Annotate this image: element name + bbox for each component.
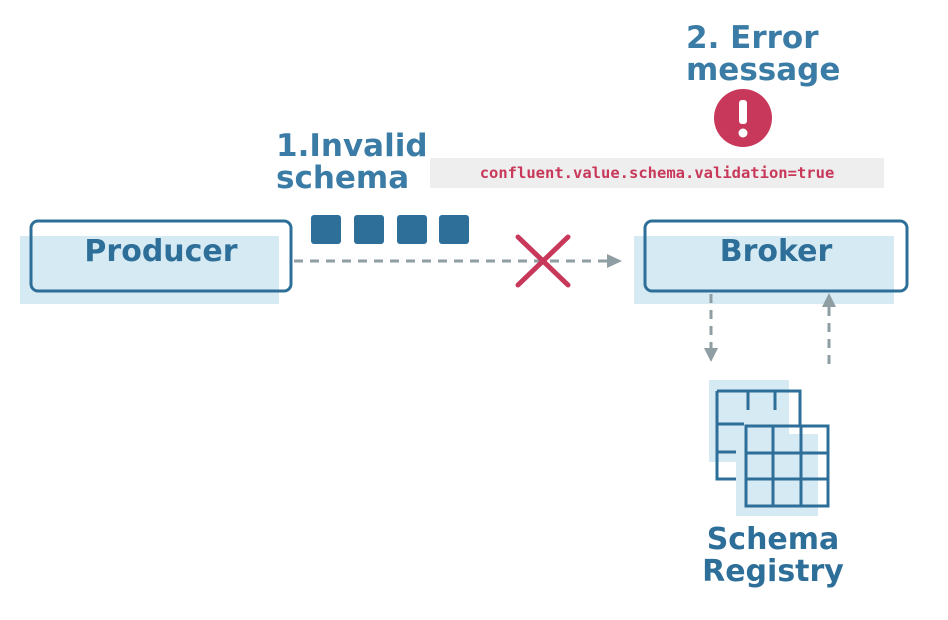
producer-to-broker-arrow bbox=[294, 254, 622, 268]
producer-box bbox=[20, 219, 293, 304]
producer-label: Producer bbox=[84, 234, 238, 269]
message-block bbox=[354, 215, 384, 244]
message-block bbox=[311, 215, 341, 244]
error-message-label: 2. Error message bbox=[686, 22, 840, 86]
registry-to-broker-arrow bbox=[822, 293, 836, 364]
broker-box bbox=[634, 219, 909, 304]
rejected-x-icon bbox=[515, 234, 571, 288]
message-block bbox=[439, 215, 469, 244]
schema-registry-line-1: Schema bbox=[706, 522, 840, 557]
invalid-schema-line-1: 1.Invalid bbox=[276, 128, 428, 164]
message-block bbox=[397, 215, 427, 244]
error-message-line-1: 2. Error bbox=[686, 20, 819, 56]
schema-registry-line-2: Registry bbox=[702, 554, 844, 589]
error-icon bbox=[714, 89, 772, 147]
broker-label: Broker bbox=[719, 234, 833, 269]
broker-to-registry-arrow bbox=[704, 294, 718, 362]
schema-registry-icon bbox=[709, 380, 830, 516]
error-message-line-2: message bbox=[686, 52, 841, 88]
schema-registry-label: Schema Registry bbox=[693, 524, 853, 588]
schema-validation-config: confluent.value.schema.validation=true bbox=[430, 158, 884, 188]
invalid-schema-line-2: schema bbox=[276, 160, 410, 196]
message-blocks bbox=[311, 215, 469, 244]
invalid-schema-label: 1.Invalid schema bbox=[276, 130, 428, 194]
